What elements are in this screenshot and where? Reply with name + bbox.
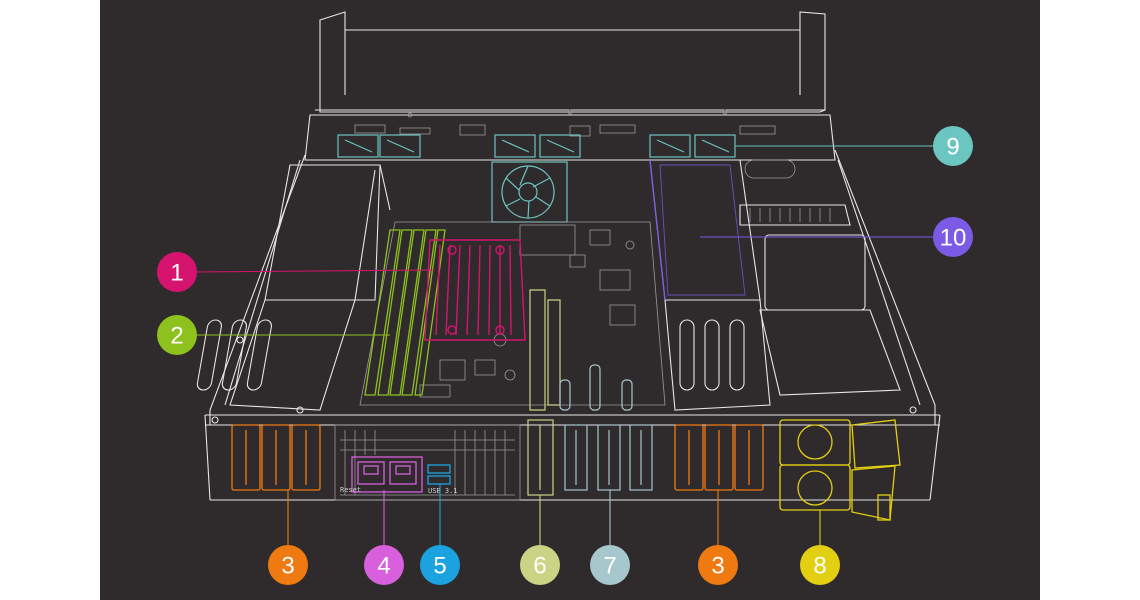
callout-7-circle	[590, 545, 630, 585]
callout-2-number: 2	[170, 323, 183, 350]
callout-8: 8	[800, 545, 840, 585]
callout-1: 1	[157, 252, 197, 292]
callout-6: 6	[520, 545, 560, 585]
motherboard	[359, 221, 666, 406]
callout-3-left: 3	[268, 545, 308, 585]
left-drive-cage	[196, 164, 391, 411]
callout-3-left-number: 3	[281, 553, 294, 580]
callout-10-circle	[933, 217, 973, 257]
usb-port-pair	[427, 464, 451, 485]
pcie-riser-b	[559, 364, 653, 491]
chassis-outline	[204, 11, 941, 501]
cpu-heatsink-fins	[424, 239, 526, 341]
callout-5: 5	[420, 545, 460, 585]
callout-4-circle	[364, 545, 404, 585]
callout-2-circle	[157, 315, 197, 355]
callout-10-number: 10	[940, 225, 967, 252]
callout-3-right-number: 3	[711, 553, 724, 580]
pcie-riser-a	[527, 289, 561, 496]
rear-panel-details	[354, 109, 796, 179]
callout-1-number: 1	[170, 260, 183, 287]
leader-lines	[194, 145, 935, 550]
callout-6-number: 6	[533, 553, 546, 580]
lan-port-pair	[351, 456, 423, 493]
callout-5-circle	[420, 545, 460, 585]
right-drive-cage	[649, 159, 771, 411]
usb-label: USB 3.1	[428, 487, 458, 495]
callout-8-number: 8	[813, 553, 826, 580]
psu-bay	[739, 204, 901, 396]
callout-7-number: 7	[603, 553, 616, 580]
callout-6-circle	[520, 545, 560, 585]
front-fan-row	[337, 134, 736, 158]
callout-8-circle	[800, 545, 840, 585]
callout-9-circle	[933, 126, 973, 166]
callout-2: 2	[157, 315, 197, 355]
callout-4: 4	[364, 545, 404, 585]
callout-9-number: 9	[946, 134, 959, 161]
power-supply-units	[779, 419, 901, 521]
front-drive-bays-right	[674, 424, 764, 491]
cpu-fan	[491, 161, 568, 223]
callout-1-circle	[157, 252, 197, 292]
callout-3-right-circle	[698, 545, 738, 585]
callout-4-number: 4	[377, 553, 390, 580]
front-vent-grille	[334, 424, 521, 501]
callout-7: 7	[590, 545, 630, 585]
callout-10: 10	[933, 217, 973, 257]
reset-label: Reset	[340, 486, 361, 494]
callout-5-number: 5	[433, 553, 446, 580]
callout-9: 9	[933, 126, 973, 166]
callout-3-right: 3	[698, 545, 738, 585]
front-drive-bays-left	[231, 424, 321, 491]
callout-3-left-circle	[268, 545, 308, 585]
memory-modules	[364, 229, 446, 396]
